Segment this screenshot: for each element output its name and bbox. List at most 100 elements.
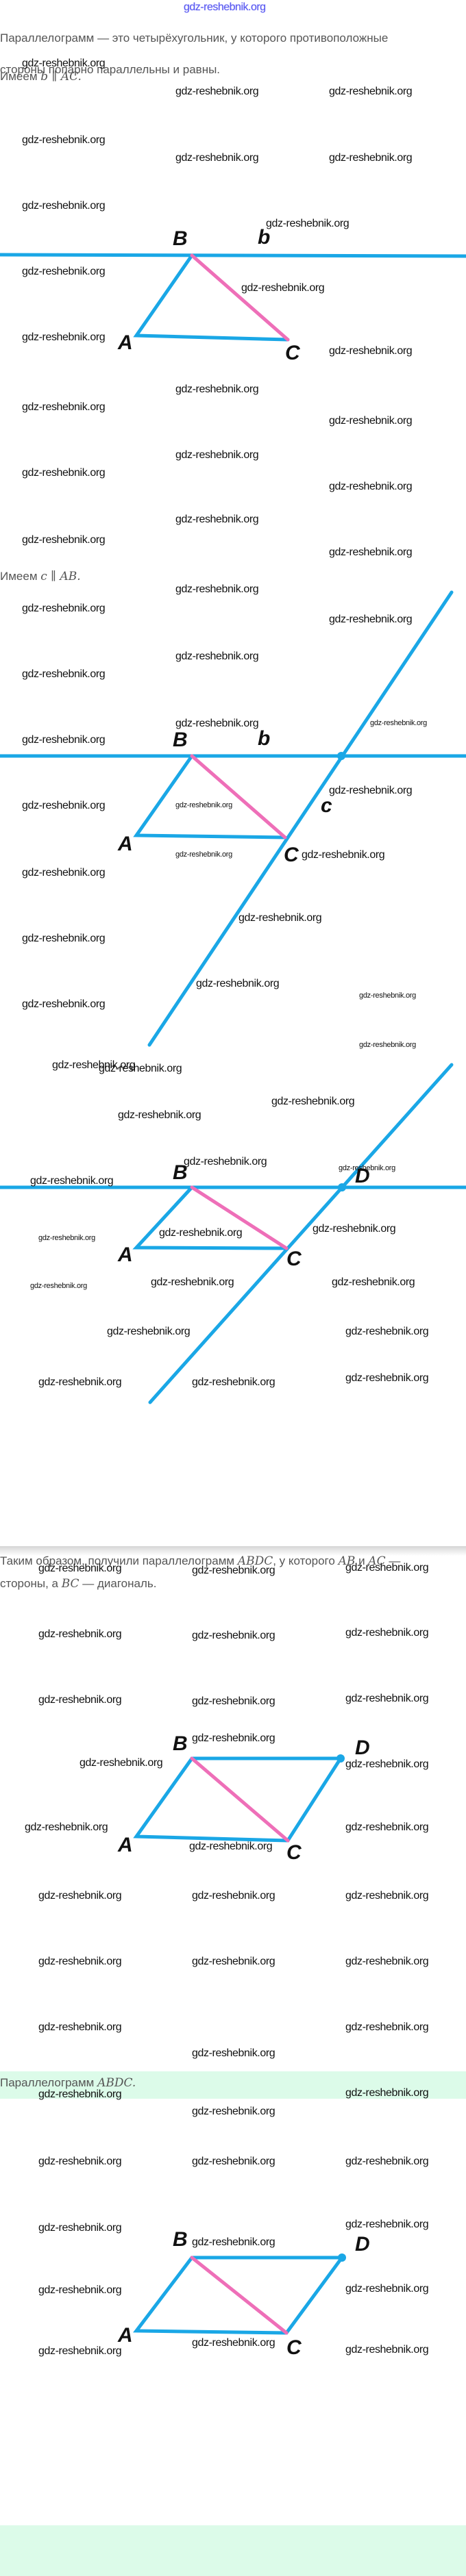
label-b-point: B xyxy=(173,227,188,250)
step1-prefix: Имеем xyxy=(0,70,38,83)
watermark-text: gdz-reshebnik.org xyxy=(38,2021,122,2033)
watermark-text: gdz-reshebnik.org xyxy=(22,603,106,614)
watermark-text: gdz-reshebnik.org xyxy=(79,1757,163,1769)
watermark-text: gdz-reshebnik.org xyxy=(175,583,259,595)
watermark-text: gdz-reshebnik.org xyxy=(345,1821,429,1833)
triangle-sides xyxy=(133,253,290,342)
label-line-c: c xyxy=(321,794,332,817)
label-a: A xyxy=(117,1834,133,1856)
watermark-text: gdz-reshebnik.org xyxy=(192,1565,275,1576)
watermark-text: gdz-reshebnik.org xyxy=(22,867,106,879)
watermark-text: gdz-reshebnik.org xyxy=(192,1695,275,1707)
watermark-text: gdz-reshebnik.org xyxy=(329,614,413,625)
watermark-text: gdz-reshebnik.org xyxy=(38,2284,122,2296)
watermark-text: gdz-reshebnik.org xyxy=(38,2345,122,2357)
watermark-text: gdz-reshebnik.org xyxy=(38,1956,122,1967)
watermark-text: gdz-reshebnik.org xyxy=(175,152,259,164)
segment-bc xyxy=(190,253,290,342)
math-abdc: ABDC xyxy=(237,1554,273,1568)
watermark-text: gdz-reshebnik.org xyxy=(22,331,106,343)
watermark-text: gdz-reshebnik.org xyxy=(329,345,413,357)
watermark-text: gdz-reshebnik.org xyxy=(192,2156,275,2167)
watermark-text: gdz-reshebnik.org xyxy=(192,1956,275,1967)
line-c xyxy=(147,590,454,1047)
conclusion-line-2: стороны, а BC — диагональ. xyxy=(0,1577,156,1591)
triangle-sides xyxy=(132,1185,289,1250)
math-ab: AB xyxy=(338,1554,356,1568)
watermark-text: gdz-reshebnik.org xyxy=(52,1059,136,1071)
label-c-point: C xyxy=(286,1841,302,1864)
label-line-b: b xyxy=(258,727,270,750)
watermark-text: gdz-reshebnik.org xyxy=(22,467,106,479)
label-d: D xyxy=(355,1165,370,1187)
point-d xyxy=(338,2253,346,2262)
answer-prefix: Параллелограмм xyxy=(0,2076,95,2089)
watermark-text: gdz-reshebnik.org xyxy=(345,1758,429,1770)
watermark-text: gdz-reshebnik.org xyxy=(345,2344,429,2356)
answer-math: ABDC. xyxy=(97,2076,136,2090)
triangle-sides xyxy=(133,754,287,839)
conclusion-text: Таким образом, получили параллелограмм xyxy=(0,1554,238,1567)
watermark-text: gdz-reshebnik.org xyxy=(175,651,259,662)
watermark-text: gdz-reshebnik.org xyxy=(329,415,413,427)
label-c-point: C xyxy=(285,342,301,364)
watermark-text: gdz-reshebnik.org xyxy=(25,1821,108,1833)
site-logo[interactable]: gdz-reshebnik.org xyxy=(184,1,266,13)
label-c-point: C xyxy=(286,2336,302,2359)
diagonal-bc xyxy=(190,2256,289,2335)
watermark-text: gdz-reshebnik.org xyxy=(345,1326,429,1337)
step1-math: b ∥ AC. xyxy=(40,70,82,84)
label-c-point: C xyxy=(284,844,299,866)
watermark-text: gdz-reshebnik.org xyxy=(38,2222,122,2234)
watermark-text: gdz-reshebnik.org xyxy=(312,1223,396,1235)
watermark-text: gdz-reshebnik.org xyxy=(345,1372,429,1384)
watermark-text: gdz-reshebnik.org xyxy=(22,58,106,69)
watermark-text: gdz-reshebnik.org xyxy=(159,1227,243,1239)
watermark-text: gdz-reshebnik.org xyxy=(345,2087,429,2099)
conclusion-line-1: Таким образом, получили параллелограмм A… xyxy=(0,1554,400,1568)
figure-3 xyxy=(0,1063,466,1404)
watermark-text: gdz-reshebnik.org xyxy=(22,668,106,680)
watermark-text: gdz-reshebnik.org xyxy=(38,1628,122,1640)
line-c xyxy=(148,1063,454,1404)
math-ac: AC xyxy=(368,1554,386,1568)
diagonal-bc xyxy=(190,1756,290,1843)
label-a: A xyxy=(117,331,133,354)
watermark-text: gdz-reshebnik.org xyxy=(175,383,259,395)
conclusion-text: стороны, а xyxy=(0,1577,62,1590)
label-a: A xyxy=(117,833,133,855)
watermark-text: gdz-reshebnik.org xyxy=(38,1376,122,1388)
watermark-text: gdz-reshebnik.org xyxy=(22,800,106,811)
watermark-text: gdz-reshebnik.org xyxy=(345,2219,429,2230)
watermark-text: gdz-reshebnik.org xyxy=(345,1890,429,1902)
watermark-text: gdz-reshebnik.org xyxy=(38,1890,122,1902)
intro-line-2: стороны попарно параллельны и равны. xyxy=(0,63,221,76)
watermark-text: gdz-reshebnik.org xyxy=(192,2106,275,2117)
watermark-text: gdz-reshebnik.org xyxy=(329,546,413,558)
watermark-text: gdz-reshebnik.org xyxy=(370,719,427,727)
conclusion-text: , у которого xyxy=(273,1554,339,1567)
watermark-text: gdz-reshebnik.org xyxy=(38,1694,122,1706)
watermark-text: gdz-reshebnik.org xyxy=(22,998,106,1010)
watermark-text: gdz-reshebnik.org xyxy=(151,1276,234,1288)
figure-1 xyxy=(0,253,466,342)
conclusion-text: — диагональ. xyxy=(79,1577,157,1590)
answer-band xyxy=(0,2071,466,2099)
figure-4 xyxy=(133,1756,344,1843)
watermark-text: gdz-reshebnik.org xyxy=(118,1109,201,1121)
watermark-text: gdz-reshebnik.org xyxy=(38,1563,122,1574)
watermark-text: gdz-reshebnik.org xyxy=(345,1693,429,1704)
point-d xyxy=(336,1754,345,1763)
segment-bc xyxy=(190,1185,289,1250)
step2-text: Имеем c ∥ AB. xyxy=(0,570,81,583)
watermark-text: gdz-reshebnik.org xyxy=(22,134,106,146)
watermark-text: gdz-reshebnik.org xyxy=(22,266,106,277)
watermark-text: gdz-reshebnik.org xyxy=(175,514,259,525)
watermark-text: gdz-reshebnik.org xyxy=(345,1562,429,1574)
watermark-text: gdz-reshebnik.org xyxy=(266,218,350,229)
watermark-text: gdz-reshebnik.org xyxy=(329,481,413,492)
watermark-text: gdz-reshebnik.org xyxy=(192,1890,275,1902)
watermark-text: gdz-reshebnik.org xyxy=(196,978,280,989)
conclusion-text: — xyxy=(385,1554,401,1567)
watermark-text: gdz-reshebnik.org xyxy=(107,1326,191,1337)
